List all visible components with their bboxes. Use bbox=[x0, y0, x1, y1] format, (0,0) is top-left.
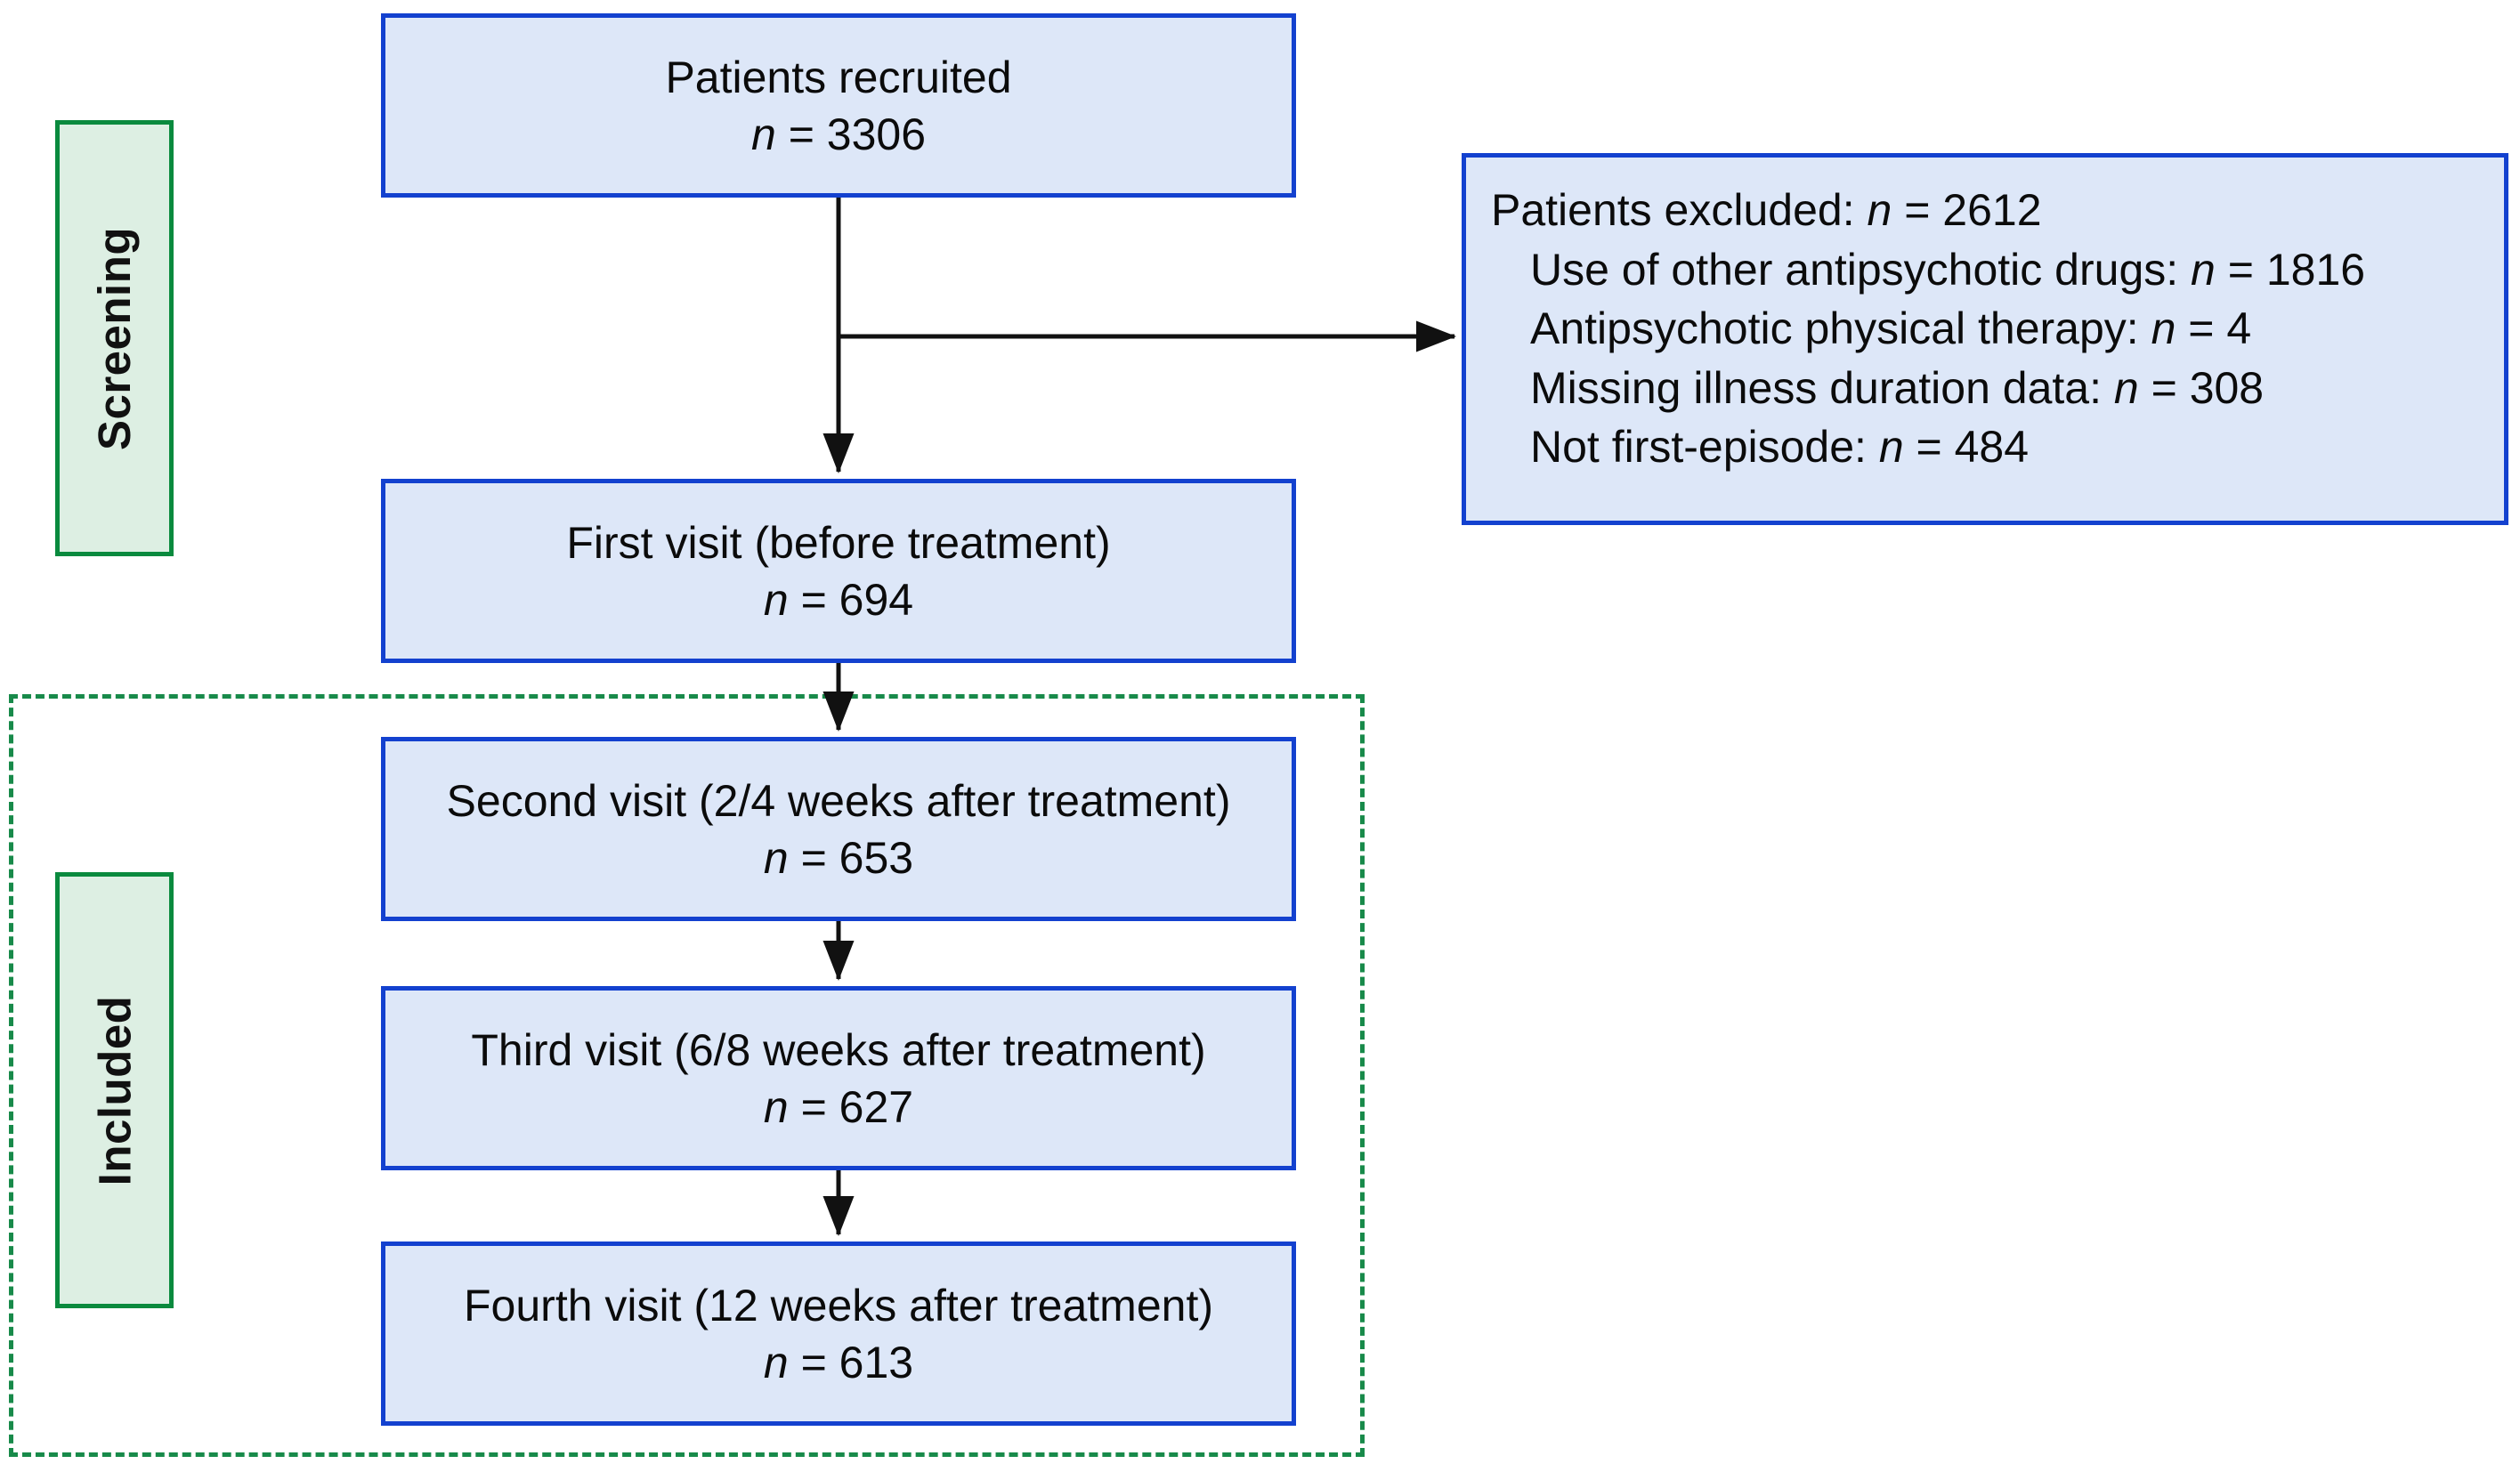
n-symbol: n bbox=[2151, 303, 2176, 353]
excluded-reason-item: Not first-episode: n = 484 bbox=[1491, 417, 2504, 477]
n-symbol: n bbox=[2113, 362, 2139, 413]
excluded-reason-label: Antipsychotic physical therapy: bbox=[1530, 303, 2151, 353]
excluded-heading-label: Patients excluded: bbox=[1491, 185, 1868, 235]
flow-box-title: First visit (before treatment) bbox=[566, 517, 1111, 568]
n-equals: = bbox=[788, 1081, 839, 1132]
n-value: 627 bbox=[839, 1081, 914, 1132]
flow-box-count: n = 3306 bbox=[751, 110, 926, 158]
n-symbol: n bbox=[763, 1081, 789, 1132]
flow-box-count: n = 653 bbox=[764, 834, 913, 882]
n-value: 4 bbox=[2226, 303, 2252, 353]
n-equals: = bbox=[788, 1337, 839, 1387]
n-equals: = bbox=[2176, 303, 2227, 353]
n-value: 2612 bbox=[1942, 185, 2042, 235]
flow-box-patients-excluded: Patients excluded: n = 2612 Use of other… bbox=[1462, 153, 2508, 525]
flow-box-count: n = 694 bbox=[764, 576, 913, 624]
flow-box-first-visit: First visit (before treatment) n = 694 bbox=[381, 479, 1296, 663]
n-equals: = bbox=[1903, 422, 1955, 472]
excluded-reason-label: Missing illness duration data: bbox=[1530, 362, 2114, 413]
n-value: 694 bbox=[839, 574, 914, 625]
n-equals: = bbox=[2215, 244, 2266, 295]
excluded-reason-label: Use of other antipsychotic drugs: bbox=[1530, 244, 2192, 295]
n-symbol: n bbox=[1867, 185, 1892, 235]
excluded-reason-label: Not first-episode: bbox=[1530, 422, 1879, 472]
excluded-heading: Patients excluded: n = 2612 bbox=[1491, 181, 2504, 240]
n-equals: = bbox=[775, 109, 827, 159]
n-value: 653 bbox=[839, 832, 914, 883]
flow-box-title: Third visit (6/8 weeks after treatment) bbox=[471, 1024, 1206, 1075]
n-symbol: n bbox=[763, 574, 789, 625]
n-equals: = bbox=[788, 574, 839, 625]
flow-box-fourth-visit: Fourth visit (12 weeks after treatment) … bbox=[381, 1241, 1296, 1426]
n-value: 484 bbox=[1954, 422, 2030, 472]
n-symbol: n bbox=[1878, 422, 1904, 472]
n-value: 308 bbox=[2189, 362, 2265, 413]
flow-box-second-visit: Second visit (2/4 weeks after treatment)… bbox=[381, 737, 1296, 921]
n-symbol: n bbox=[763, 1337, 789, 1387]
n-value: 613 bbox=[839, 1337, 914, 1387]
stage-label-included-text: Included bbox=[89, 995, 140, 1185]
stage-label-screening: Screening bbox=[55, 120, 174, 556]
flow-box-third-visit: Third visit (6/8 weeks after treatment) … bbox=[381, 986, 1296, 1170]
n-symbol: n bbox=[750, 109, 776, 159]
flow-box-title: Patients recruited bbox=[665, 52, 1012, 102]
flow-box-count: n = 613 bbox=[764, 1339, 913, 1387]
flow-box-patients-recruited: Patients recruited n = 3306 bbox=[381, 13, 1296, 198]
flow-box-title: Second visit (2/4 weeks after treatment) bbox=[446, 775, 1231, 826]
n-equals: = bbox=[2138, 362, 2190, 413]
excluded-reason-item: Antipsychotic physical therapy: n = 4 bbox=[1491, 299, 2504, 359]
stage-label-screening-text: Screening bbox=[89, 226, 140, 450]
flow-box-title: Fourth visit (12 weeks after treatment) bbox=[464, 1280, 1213, 1330]
n-symbol: n bbox=[2191, 244, 2216, 295]
n-value: 3306 bbox=[826, 109, 927, 159]
n-symbol: n bbox=[763, 832, 789, 883]
n-equals: = bbox=[788, 832, 839, 883]
flow-box-count: n = 627 bbox=[764, 1083, 913, 1131]
excluded-reason-item: Missing illness duration data: n = 308 bbox=[1491, 359, 2504, 418]
n-value: 1816 bbox=[2265, 244, 2366, 295]
excluded-reason-item: Use of other antipsychotic drugs: n = 18… bbox=[1491, 240, 2504, 300]
stage-label-included: Included bbox=[55, 872, 174, 1308]
included-group-region bbox=[9, 694, 1365, 1457]
n-equals: = bbox=[1892, 185, 1943, 235]
